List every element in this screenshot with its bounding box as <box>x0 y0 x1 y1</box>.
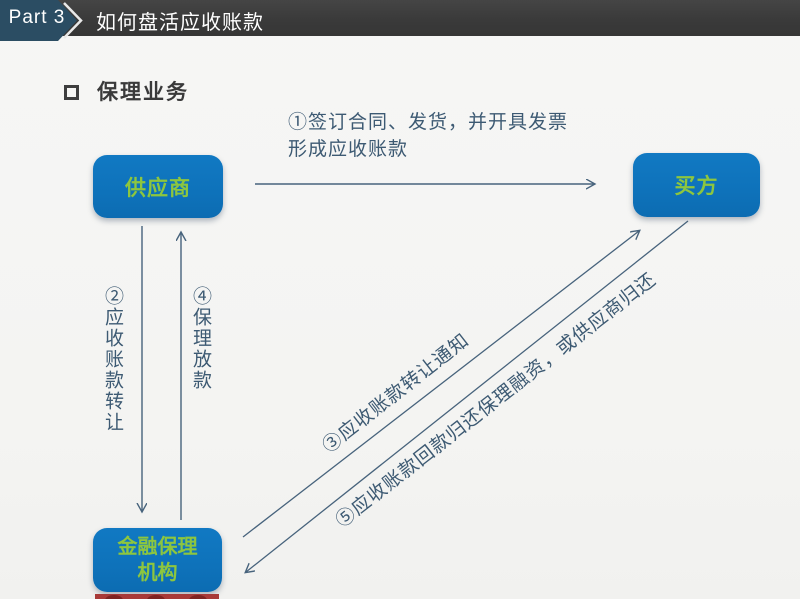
flow-label-step1: ①签订合同、发货，并开具发票形成应收账款 <box>288 112 569 160</box>
flow-label-step4: ④保理放款 <box>190 286 211 391</box>
red-ribbon-fragment <box>95 594 219 599</box>
buyer-node: 买方 <box>633 153 760 217</box>
factor-label-line1: 金融保理 <box>117 536 198 558</box>
header-bar: 如何盘活应收账款 <box>0 0 800 36</box>
supplier-node: 供应商 <box>93 155 223 218</box>
part-label: Part 3 <box>8 7 66 28</box>
section-bullet-icon <box>64 85 79 100</box>
flow-label-step2: ②应收账款转让 <box>102 286 123 433</box>
factor-node: 金融保理 机构 <box>93 528 222 592</box>
factor-label-line2: 机构 <box>137 562 178 584</box>
arrow-step3 <box>242 231 639 538</box>
part-badge: Part 3 <box>0 0 83 41</box>
section-title: 保理业务 <box>97 81 189 104</box>
supplier-label: 供应商 <box>125 176 191 200</box>
part-badge-shape <box>0 0 83 41</box>
part-chevron-icon <box>63 2 83 39</box>
slide-title: 如何盘活应收账款 <box>96 12 264 34</box>
buyer-label: 买方 <box>674 175 719 198</box>
arrow-step5 <box>246 220 689 572</box>
